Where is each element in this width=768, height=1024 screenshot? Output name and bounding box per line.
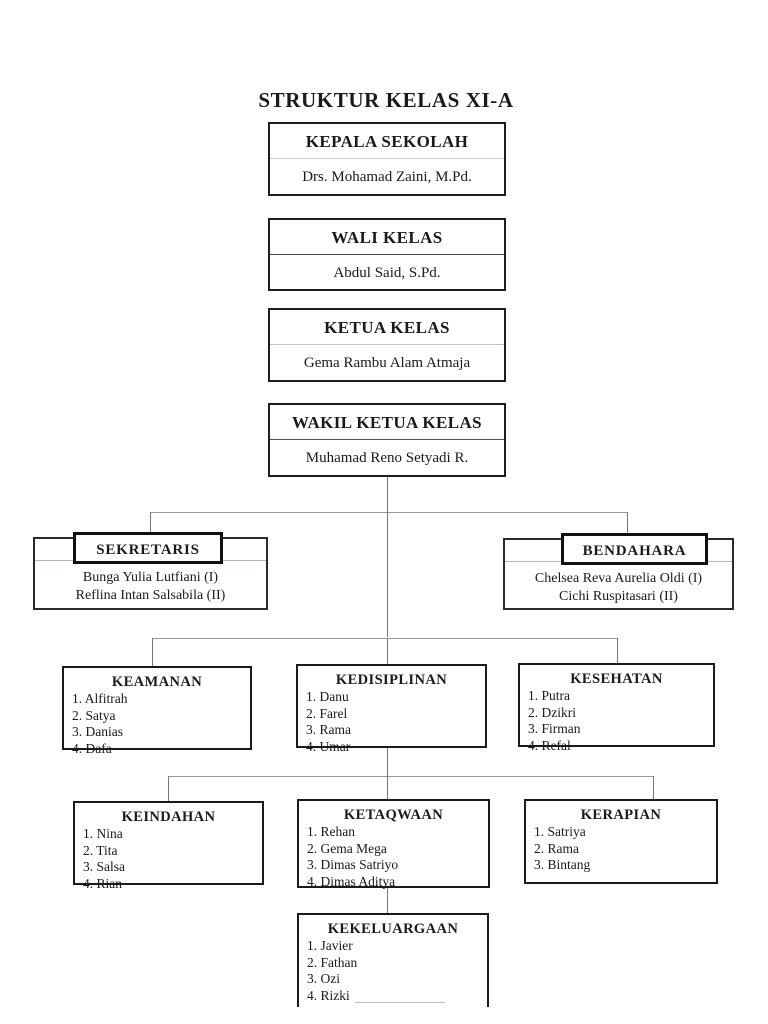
officer-name: Cichi Ruspitasari (II) [559, 589, 678, 604]
box-keamanan-members: 1. Alfitrah 2. Satya 3. Danias 4. Dafa [64, 691, 250, 757]
member: 3. Danias [72, 724, 123, 739]
member: 4. Dimas Aditya [307, 873, 396, 889]
box-wali-kelas: WALI KELAS Abdul Said, S.Pd. [268, 218, 506, 291]
box-keindahan-title: KEINDAHAN [121, 809, 216, 825]
box-kerapian: KERAPIAN 1. Satriya 2. Rama 3. Bintang [524, 799, 718, 884]
connector-line [152, 638, 618, 639]
member: 1. Satriya [534, 824, 586, 839]
box-kerapian-members: 1. Satriya 2. Rama 3. Bintang [526, 824, 716, 874]
member: 4. Umar [306, 738, 351, 754]
connector-line [168, 776, 654, 777]
member: 1. Alfitrah [72, 691, 128, 706]
box-keindahan-members: 1. Nina 2. Tita 3. Salsa 4. Rian [75, 826, 262, 892]
box-ketaqwaan-members: 1. Rehan 2. Gema Mega 3. Dimas Satriyo 4… [299, 824, 488, 890]
member: 2. Farel [306, 705, 348, 721]
box-keindahan: KEINDAHAN 1. Nina 2. Tita 3. Salsa 4. Ri… [73, 801, 264, 891]
box-keamanan-title: KEAMANAN [111, 674, 203, 690]
member: 4. Rizki [307, 987, 350, 1003]
divider [270, 344, 504, 345]
member: 3. Salsa [83, 859, 125, 874]
connector-line [387, 748, 388, 776]
box-kekeluargaan: KEKELUARGAAN 1. Javier 2. Fathan 3. Ozi … [297, 913, 489, 1007]
box-kepala-sekolah: KEPALA SEKOLAH Drs. Mohamad Zaini, M.Pd. [268, 122, 506, 196]
box-kekeluargaan-members: 1. Javier 2. Fathan 3. Ozi 4. Rizki [299, 938, 487, 1004]
box-kesehatan-members: 1. Putra 2. Dzikri 3. Firman 4. Refal [520, 688, 713, 754]
member: 3. Firman [528, 721, 581, 736]
member: 4. Rian [83, 875, 122, 891]
connector-line [617, 638, 618, 663]
member: 3. Bintang [534, 857, 591, 872]
officer-name: Chelsea Reva Aurelia Oldi (I) [534, 571, 703, 586]
member: 1. Danu [306, 689, 349, 704]
box-wakil-ketua-kelas-title: WAKIL KETUA KELAS [291, 413, 483, 432]
box-ketua-kelas: KETUA KELAS Gema Rambu Alam Atmaja [268, 308, 506, 382]
box-sekretaris-title: SEKRETARIS [73, 532, 223, 564]
connector-line [150, 512, 151, 536]
member: 1. Rehan [307, 824, 355, 839]
connector-line [168, 776, 169, 801]
box-bendahara-title: BENDAHARA [561, 533, 708, 565]
member: 2. Dzikri [528, 704, 576, 720]
box-ketaqwaan: KETAQWAAN 1. Rehan 2. Gema Mega 3. Dimas… [297, 799, 490, 890]
member: 1. Javier [307, 938, 353, 953]
box-bendahara-names: Chelsea Reva Aurelia Oldi (I) Cichi Rusp… [505, 570, 732, 606]
box-kepala-sekolah-name: Drs. Mohamad Zaini, M.Pd. [302, 169, 472, 185]
divider [270, 158, 504, 159]
connector-line [387, 776, 388, 799]
divider [270, 439, 504, 440]
box-kedisiplinan-members: 1. Danu 2. Farel 3. Rama 4. Umar [298, 689, 485, 755]
connector-line [627, 512, 628, 535]
box-kesehatan: KESEHATAN 1. Putra 2. Dzikri 3. Firman 4… [518, 663, 715, 753]
box-wali-kelas-title: WALI KELAS [331, 228, 443, 247]
box-ketua-kelas-name: Gema Rambu Alam Atmaja [303, 355, 471, 371]
connector-line [152, 638, 153, 666]
divider [270, 254, 504, 255]
officer-name: Bunga Yulia Lutfiani (I) [82, 570, 219, 585]
member: 2. Rama [534, 840, 579, 856]
box-kekeluargaan-title: KEKELUARGAAN [327, 921, 459, 937]
member: 1. Nina [83, 826, 123, 841]
box-kesehatan-title: KESEHATAN [570, 671, 663, 687]
box-kedisiplinan-title: KEDISIPLINAN [335, 672, 448, 688]
member: 4. Dafa [72, 740, 112, 756]
box-sekretaris: SEKRETARIS Bunga Yulia Lutfiani (I) Refl… [33, 532, 268, 610]
box-wali-kelas-name: Abdul Said, S.Pd. [333, 265, 441, 281]
box-keamanan: KEAMANAN 1. Alfitrah 2. Satya 3. Danias … [62, 666, 252, 756]
box-ketaqwaan-title: KETAQWAAN [343, 807, 444, 823]
box-wakil-ketua-kelas-name: Muhamad Reno Setyadi R. [305, 450, 469, 466]
connector-line [387, 477, 388, 512]
box-ketua-kelas-title: KETUA KELAS [324, 318, 450, 337]
box-wakil-ketua-kelas: WAKIL KETUA KELAS Muhamad Reno Setyadi R… [268, 403, 506, 477]
member: 4. Refal [528, 737, 571, 753]
connector-line [653, 776, 654, 799]
member: 3. Dimas Satriyo [307, 857, 399, 872]
member: 2. Gema Mega [307, 840, 387, 856]
member: 2. Fathan [307, 954, 358, 970]
page-title: STRUKTUR KELAS XI-A [258, 88, 514, 112]
box-kepala-sekolah-title: KEPALA SEKOLAH [305, 132, 469, 151]
connector-line [355, 1002, 445, 1003]
member: 2. Satya [72, 707, 116, 723]
connector-line [387, 638, 388, 664]
member: 3. Rama [306, 722, 351, 737]
connector-line [150, 512, 628, 513]
box-kedisiplinan: KEDISIPLINAN 1. Danu 2. Farel 3. Rama 4.… [296, 664, 487, 754]
connector-line [387, 888, 388, 913]
box-sekretaris-names: Bunga Yulia Lutfiani (I) Reflina Intan S… [35, 569, 266, 605]
member: 3. Ozi [307, 971, 340, 986]
member: 1. Putra [528, 688, 570, 703]
officer-name: Reflina Intan Salsabila (II) [75, 588, 226, 603]
box-bendahara: BENDAHARA Chelsea Reva Aurelia Oldi (I) … [503, 533, 734, 610]
member: 2. Tita [83, 842, 118, 858]
connector-line [387, 512, 388, 637]
box-kerapian-title: KERAPIAN [580, 807, 662, 823]
